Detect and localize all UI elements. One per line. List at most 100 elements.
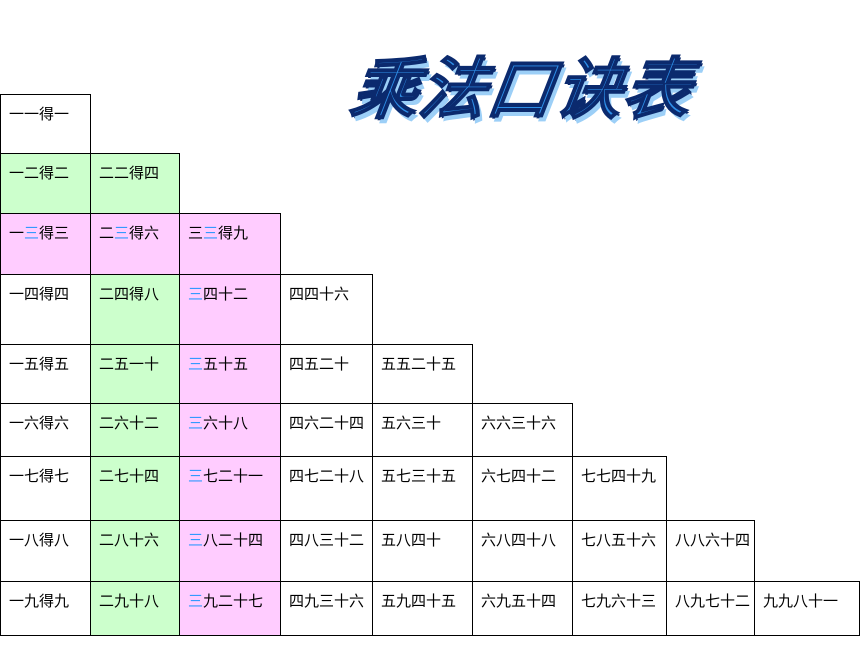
table-cell-r8-c2: 二八十六 (91, 520, 180, 581)
table-cell-r8-c6: 六八四十八 (473, 520, 573, 581)
cell-text: 九九八十一 (763, 592, 839, 610)
table-cell-r6-c6: 六六三十六 (473, 403, 573, 456)
table-cell-r9-c9: 九九八十一 (755, 581, 860, 636)
cell-text: 六六三十六 (481, 414, 557, 432)
table-cell-r9-c3: 三九二十七 (180, 581, 281, 636)
cell-text: 五九四十五 (381, 592, 457, 610)
cell-text: 二六十二 (99, 414, 160, 432)
table-cell-r6-c5: 五六三十 (373, 403, 473, 456)
cell-text: 一四得四 (9, 285, 70, 303)
table-cell-r5-c2: 二五一十 (91, 344, 180, 403)
cell-text: 四九三十六 (289, 592, 365, 610)
table-cell-r4-c1: 一四得四 (0, 274, 91, 344)
cell-text: 一一得一 (9, 105, 70, 123)
cell-text: 五八四十 (381, 531, 442, 549)
table-cell-r6-c2: 二六十二 (91, 403, 180, 456)
cell-text: 三八二十四 (188, 531, 264, 549)
table-cell-r7-c5: 五七三十五 (373, 456, 473, 520)
cell-text: 二九十八 (99, 592, 160, 610)
cell-text: 四八三十二 (289, 531, 365, 549)
cell-text: 八九七十二 (675, 592, 751, 610)
page-title: 乘法口诀表 (346, 50, 699, 129)
table-cell-r9-c5: 五九四十五 (373, 581, 473, 636)
cell-text: 二四得八 (99, 285, 160, 303)
cell-text: 一三得三 (9, 224, 70, 242)
cell-text: 二八十六 (99, 531, 160, 549)
cell-text: 四六二十四 (289, 414, 365, 432)
highlight-char: 三 (188, 285, 204, 303)
cell-text: 二二得四 (99, 164, 160, 182)
cell-text: 一六得六 (9, 414, 70, 432)
table-cell-r9-c4: 四九三十六 (281, 581, 373, 636)
cell-text: 七七四十九 (581, 467, 657, 485)
highlight-char: 三 (188, 467, 204, 485)
table-cell-r8-c8: 八八六十四 (667, 520, 755, 581)
cell-text: 三三得九 (188, 224, 249, 242)
highlight-char: 三 (188, 355, 204, 373)
table-cell-r3-c1: 一三得三 (0, 213, 91, 274)
cell-text: 三六十八 (188, 414, 249, 432)
table-cell-r3-c2: 二三得六 (91, 213, 180, 274)
table-cell-r7-c1: 一七得七 (0, 456, 91, 520)
highlight-char: 三 (188, 592, 204, 610)
table-cell-r5-c5: 五五二十五 (373, 344, 473, 403)
table-cell-r8-c1: 一八得八 (0, 520, 91, 581)
cell-text: 一九得九 (9, 592, 70, 610)
cell-text: 二七十四 (99, 467, 160, 485)
highlight-char: 三 (188, 414, 204, 432)
cell-text: 四七二十八 (289, 467, 365, 485)
highlight-char: 三 (188, 531, 204, 549)
cell-text: 六八四十八 (481, 531, 557, 549)
table-cell-r8-c7: 七八五十六 (573, 520, 667, 581)
cell-text: 四四十六 (289, 285, 350, 303)
cell-text: 三五十五 (188, 355, 249, 373)
table-cell-r2-c2: 二二得四 (91, 153, 180, 213)
table-cell-r9-c8: 八九七十二 (667, 581, 755, 636)
table-cell-r6-c4: 四六二十四 (281, 403, 373, 456)
table-cell-r7-c7: 七七四十九 (573, 456, 667, 520)
table-cell-r8-c5: 五八四十 (373, 520, 473, 581)
highlight-char: 三 (114, 224, 130, 242)
table-cell-r4-c3: 三四十二 (180, 274, 281, 344)
cell-text: 三九二十七 (188, 592, 264, 610)
table-cell-r7-c3: 三七二十一 (180, 456, 281, 520)
table-cell-r9-c1: 一九得九 (0, 581, 91, 636)
table-cell-r1-c1: 一一得一 (0, 94, 91, 153)
cell-text: 八八六十四 (675, 531, 751, 549)
table-cell-r5-c4: 四五二十 (281, 344, 373, 403)
cell-text: 五六三十 (381, 414, 442, 432)
table-cell-r3-c3: 三三得九 (180, 213, 281, 274)
table-cell-r8-c4: 四八三十二 (281, 520, 373, 581)
highlight-char: 三 (24, 224, 40, 242)
table-cell-r4-c2: 二四得八 (91, 274, 180, 344)
table-cell-r4-c4: 四四十六 (281, 274, 373, 344)
highlight-char: 三 (203, 224, 219, 242)
cell-text: 七九六十三 (581, 592, 657, 610)
table-cell-r8-c3: 三八二十四 (180, 520, 281, 581)
cell-text: 七八五十六 (581, 531, 657, 549)
cell-text: 一八得八 (9, 531, 70, 549)
cell-text: 一五得五 (9, 355, 70, 373)
cell-text: 一二得二 (9, 164, 70, 182)
table-cell-r9-c6: 六九五十四 (473, 581, 573, 636)
table-cell-r7-c6: 六七四十二 (473, 456, 573, 520)
cell-text: 三七二十一 (188, 467, 264, 485)
table-cell-r7-c2: 二七十四 (91, 456, 180, 520)
cell-text: 四五二十 (289, 355, 350, 373)
table-cell-r7-c4: 四七二十八 (281, 456, 373, 520)
cell-text: 一七得七 (9, 467, 70, 485)
cell-text: 六九五十四 (481, 592, 557, 610)
cell-text: 五七三十五 (381, 467, 457, 485)
table-cell-r9-c2: 二九十八 (91, 581, 180, 636)
cell-text: 五五二十五 (381, 355, 457, 373)
table-cell-r6-c3: 三六十八 (180, 403, 281, 456)
cell-text: 三四十二 (188, 285, 249, 303)
cell-text: 二三得六 (99, 224, 160, 242)
cell-text: 六七四十二 (481, 467, 557, 485)
table-cell-r9-c7: 七九六十三 (573, 581, 667, 636)
table-cell-r2-c1: 一二得二 (0, 153, 91, 213)
table-cell-r5-c1: 一五得五 (0, 344, 91, 403)
cell-text: 二五一十 (99, 355, 160, 373)
table-cell-r6-c1: 一六得六 (0, 403, 91, 456)
table-cell-r5-c3: 三五十五 (180, 344, 281, 403)
